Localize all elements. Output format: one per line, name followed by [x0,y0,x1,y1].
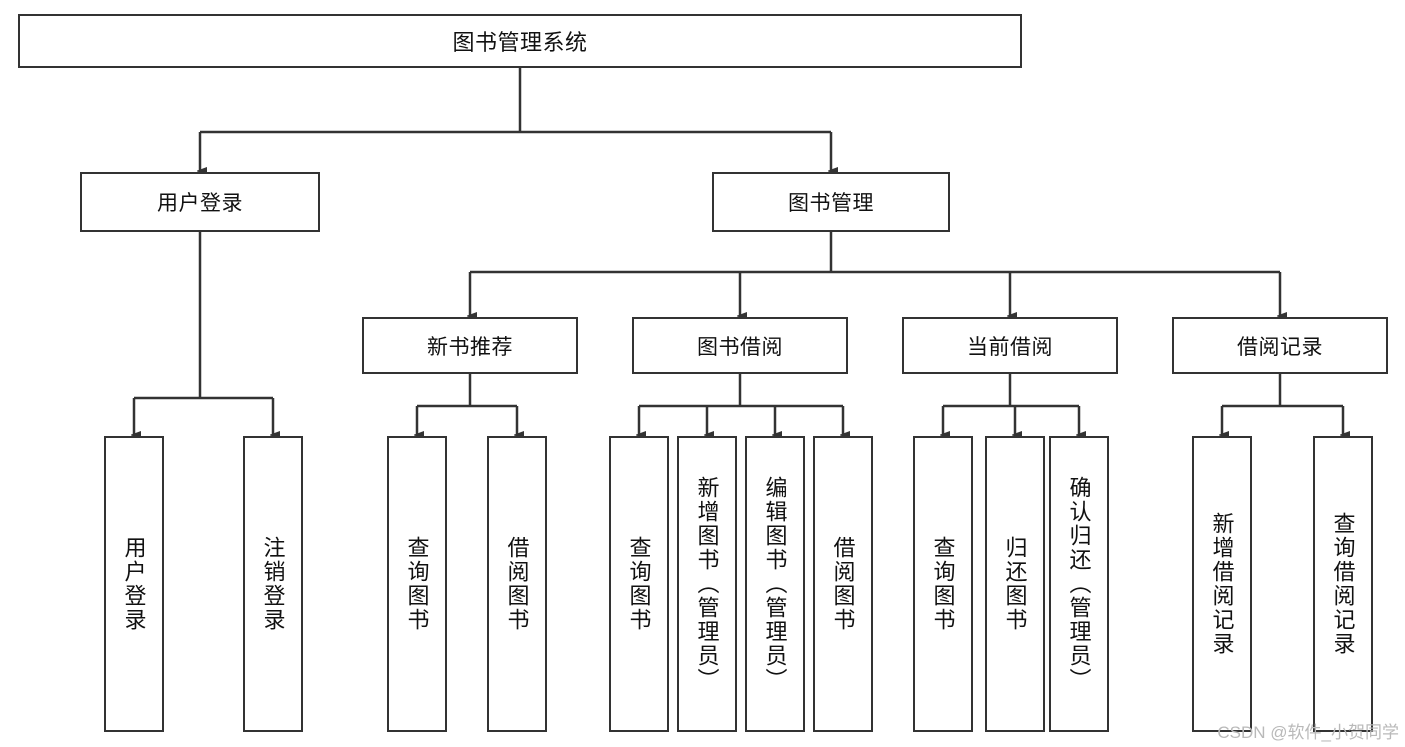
node-label: 借阅记录 [1237,335,1323,359]
node-label: 图书管理系统 [452,30,588,55]
node-label: 图书借阅 [697,335,783,359]
node-label: 归还图书 [1002,536,1028,632]
node-label: 注销登录 [260,536,286,632]
node-book-manage[interactable]: 图书管理 [712,172,950,232]
node-current-borrow[interactable]: 当前借阅 [902,317,1118,374]
node-l-borrow-book-1[interactable]: 借阅图书 [487,436,547,732]
node-user-logout-leaf[interactable]: 注销登录 [243,436,303,732]
node-root[interactable]: 图书管理系统 [18,14,1022,68]
node-label: 编辑图书（管理员） [762,476,788,692]
node-label: 用户登录 [157,192,243,215]
node-borrow-record[interactable]: 借阅记录 [1172,317,1388,374]
node-l-query-record[interactable]: 查询借阅记录 [1313,436,1373,732]
node-l-borrow-book-2[interactable]: 借阅图书 [813,436,873,732]
node-l-confirm-return[interactable]: 确认归还（管理员） [1049,436,1109,732]
node-label: 查询图书 [930,536,956,632]
node-label: 图书管理 [788,192,874,215]
node-label: 当前借阅 [967,335,1053,359]
node-label: 新书推荐 [427,335,513,359]
node-label: 用户登录 [121,536,147,632]
node-l-query-book-2[interactable]: 查询图书 [609,436,669,732]
node-label: 查询图书 [626,536,652,632]
node-book-borrow[interactable]: 图书借阅 [632,317,848,374]
node-new-book-rec[interactable]: 新书推荐 [362,317,578,374]
node-l-edit-book[interactable]: 编辑图书（管理员） [745,436,805,732]
node-l-query-book-1[interactable]: 查询图书 [387,436,447,732]
node-user-login[interactable]: 用户登录 [80,172,320,232]
node-label: 新增借阅记录 [1209,512,1235,656]
node-label: 新增图书（管理员） [694,476,720,692]
node-l-add-record[interactable]: 新增借阅记录 [1192,436,1252,732]
node-label: 查询图书 [404,536,430,632]
node-l-add-book[interactable]: 新增图书（管理员） [677,436,737,732]
node-label: 借阅图书 [830,536,856,632]
node-label: 查询借阅记录 [1330,512,1356,656]
node-label: 确认归还（管理员） [1066,476,1092,692]
node-l-return-book[interactable]: 归还图书 [985,436,1045,732]
node-l-query-book-3[interactable]: 查询图书 [913,436,973,732]
watermark-text: CSDN @软件_小贺同学 [1217,723,1399,742]
node-label: 借阅图书 [504,536,530,632]
node-user-login-leaf[interactable]: 用户登录 [104,436,164,732]
